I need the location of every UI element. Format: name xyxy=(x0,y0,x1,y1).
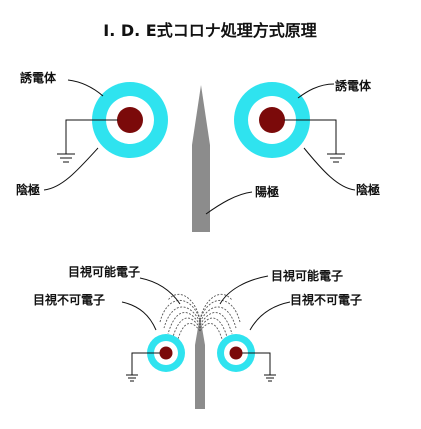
cathode-core xyxy=(229,346,243,360)
label-cathode-right: 陰極 xyxy=(356,182,380,197)
left-electrode-top xyxy=(92,82,168,158)
label-visible-electron-right: 目視可能電子 xyxy=(271,268,343,283)
label-visible-electron-left: 目視可能電子 xyxy=(68,264,140,279)
ground-symbol-right-top xyxy=(284,119,345,163)
label-dielectric-right: 誘電体 xyxy=(335,78,372,93)
cathode-core xyxy=(117,107,143,133)
right-electrode-bottom xyxy=(217,334,255,372)
left-electrode-bottom xyxy=(147,334,185,372)
right-electrode-top xyxy=(234,82,310,158)
anode-electrode-bottom xyxy=(195,316,205,409)
label-anode: 陽極 xyxy=(255,184,279,199)
leader-lines-top xyxy=(43,79,356,215)
cathode-core xyxy=(259,107,285,133)
label-invisible-electron-left: 目視不可電子 xyxy=(33,292,105,307)
label-cathode-left: 陰極 xyxy=(16,182,40,197)
ground-symbol-left-top xyxy=(57,119,118,163)
diagram-title: I. D. E式コロナ処理方式原理 xyxy=(103,21,316,40)
anode-electrode-top xyxy=(192,85,210,232)
ground-symbol-left-bottom xyxy=(126,352,160,382)
discharge-lines-left xyxy=(159,293,201,347)
label-dielectric-left: 誘電体 xyxy=(20,70,57,85)
leader-lines-bottom xyxy=(121,275,291,331)
ground-symbol-right-bottom xyxy=(242,352,276,382)
cathode-core xyxy=(159,346,173,360)
label-invisible-electron-right: 目視不可電子 xyxy=(290,292,362,307)
discharge-lines-right xyxy=(199,293,241,347)
